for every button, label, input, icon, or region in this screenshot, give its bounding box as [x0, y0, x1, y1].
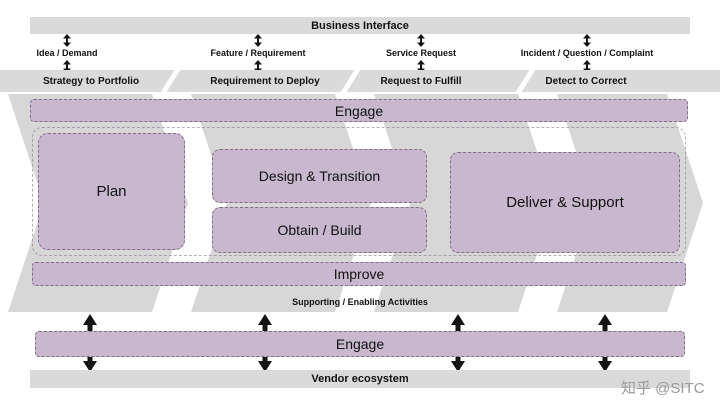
improve-label: Improve [333, 266, 385, 282]
deliver-support-label: Deliver & Support [506, 194, 624, 211]
double-arrow-icon [416, 34, 426, 47]
design-transition-box: Design & Transition [212, 149, 427, 203]
value-chain-group-outline [32, 127, 686, 256]
watermark-text: 知乎 @SITC [621, 380, 705, 397]
value-stream-requirement-to-deploy: Requirement to Deploy [210, 76, 320, 87]
flow-label: Idea / Demand [36, 48, 98, 58]
obtain-build-box: Obtain / Build [212, 207, 427, 253]
value-stream-request-to-fulfill: Request to Fulfill [380, 76, 462, 87]
value-stream-band [0, 70, 720, 92]
engage-bottom-bar: Engage [35, 331, 685, 357]
deliver-support-box: Deliver & Support [450, 152, 680, 253]
flow-label: Feature / Requirement [210, 48, 306, 58]
value-stream-strategy-to-portfolio: Strategy to Portfolio [42, 76, 140, 87]
flow-incident-question-complaint: Incident / Question / Complaint [487, 34, 687, 73]
obtain-build-label: Obtain / Build [277, 222, 362, 238]
flow-label: Incident / Question / Complaint [520, 48, 654, 58]
flow-idea-demand: Idea / Demand [0, 34, 167, 73]
flow-feature-requirement: Feature / Requirement [158, 34, 358, 73]
flow-service-request: Service Request [321, 34, 521, 73]
design-transition-label: Design & Transition [258, 168, 381, 184]
plan-label: Plan [96, 183, 127, 200]
vendor-ecosystem-bar: Vendor ecosystem [30, 370, 690, 388]
business-interface-label: Business Interface [311, 19, 409, 32]
engage-top-label: Engage [334, 102, 384, 119]
vendor-ecosystem-label: Vendor ecosystem [311, 373, 409, 385]
value-stream-detect-to-correct: Detect to Correct [545, 76, 627, 87]
plan-box: Plan [38, 133, 185, 250]
double-arrow-icon [62, 34, 72, 47]
supporting-enabling-activities-label: Supporting / Enabling Activities [292, 297, 428, 307]
improve-bar: Improve [32, 262, 686, 286]
double-arrow-icon [253, 34, 263, 47]
engage-bottom-label: Engage [335, 336, 385, 352]
double-arrow-icon [582, 34, 592, 47]
business-interface-bar: Business Interface [30, 17, 690, 34]
engage-top-bar: Engage [30, 99, 688, 122]
flow-label: Service Request [385, 48, 457, 58]
